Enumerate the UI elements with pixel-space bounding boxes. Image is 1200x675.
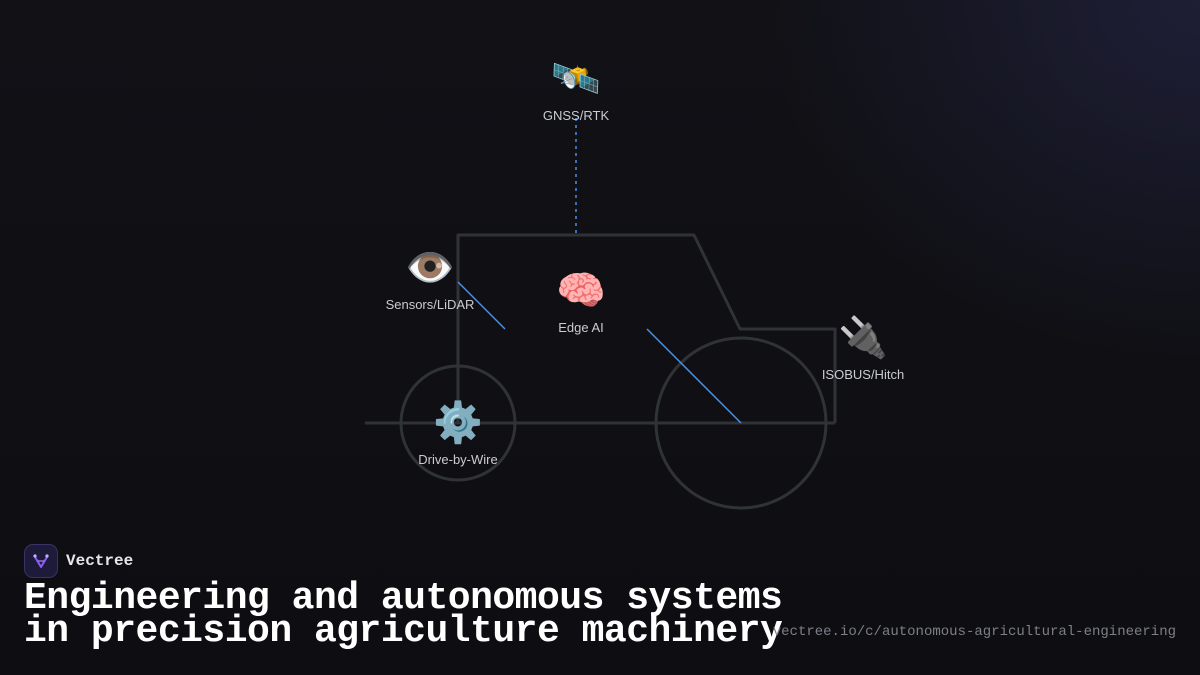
vectree-logo-icon <box>24 544 58 578</box>
tractor-body-outline <box>456 233 837 423</box>
node-gnss: 🛰️ GNSS/RTK <box>543 56 609 123</box>
node-drive-label: Drive-by-Wire <box>418 452 498 467</box>
node-edge-ai: 🧠 Edge AI <box>556 268 606 335</box>
node-isobus: 🔌 ISOBUS/Hitch <box>822 315 904 382</box>
brain-icon: 🧠 <box>556 269 606 313</box>
gear-icon: ⚙️ <box>433 401 483 445</box>
rear-wheel <box>654 336 828 510</box>
satellite-icon: 🛰️ <box>551 57 601 101</box>
front-wheel <box>399 364 517 482</box>
node-drive-by-wire: ⚙️ Drive-by-Wire <box>418 400 497 467</box>
brand-name: Vectree <box>66 552 134 570</box>
node-edge-ai-label: Edge AI <box>558 320 604 335</box>
sensors-connector <box>457 281 506 330</box>
title-line-1: Engineering and autonomous systems <box>24 577 783 620</box>
plug-icon: 🔌 <box>838 316 888 360</box>
brand: Vectree <box>24 544 133 578</box>
page-title: Engineering and autonomous systems in pr… <box>24 577 783 653</box>
node-gnss-label: GNSS/RTK <box>542 108 610 123</box>
node-isobus-label: ISOBUS/Hitch <box>821 367 905 382</box>
source-url: vectree.io/c/autonomous-agricultural-eng… <box>772 624 1176 640</box>
node-sensors-label: Sensors/LiDAR <box>385 297 475 312</box>
title-line-2: in precision agriculture machinery <box>24 610 783 653</box>
wheel-connector <box>646 328 742 424</box>
eye-icon: 👁️ <box>405 246 455 290</box>
vectree-logo-mark <box>33 554 49 568</box>
node-sensors: 👁️ Sensors/LiDAR <box>386 245 475 312</box>
